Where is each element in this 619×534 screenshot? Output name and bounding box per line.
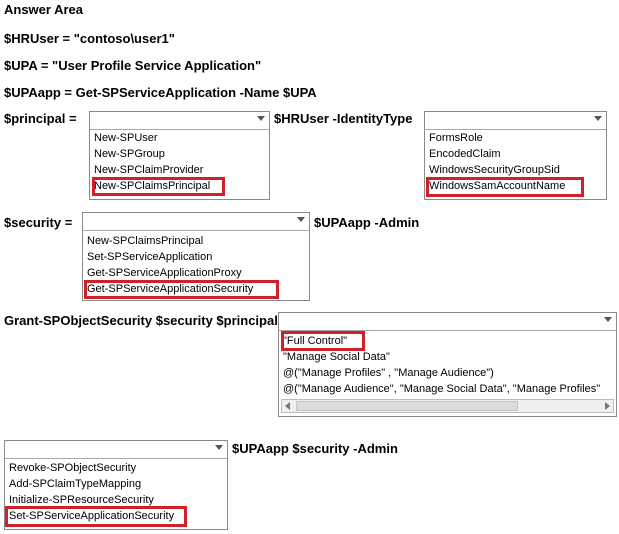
rights-dropdown[interactable]: "Full Control" "Manage Social Data" @("M…	[278, 312, 617, 417]
dropdown-option[interactable]: New-SPGroup	[94, 148, 165, 160]
dropdown-option-selected[interactable]: Get-SPServiceApplicationSecurity	[87, 283, 254, 295]
answer-highlight-box	[5, 506, 187, 527]
dropdown-select-box[interactable]	[425, 112, 606, 130]
dropdown-option[interactable]: Initialize-SPResourceSecurity	[9, 494, 154, 506]
dropdown-option[interactable]: Get-SPServiceApplicationProxy	[87, 267, 242, 279]
upaapp-line: $UPAapp = Get-SPServiceApplication -Name…	[4, 85, 317, 100]
dropdown-option-selected[interactable]: WindowsSamAccountName	[429, 180, 566, 192]
upa-line: $UPA = "User Profile Service Application…	[4, 58, 262, 73]
dropdown-option[interactable]: @("Manage Profiles" , "Manage Audience")	[283, 367, 494, 379]
answer-highlight-box	[92, 177, 225, 196]
chevron-down-icon[interactable]	[604, 317, 612, 322]
dropdown-select-box[interactable]	[90, 112, 269, 130]
hruser-line: $HRUser = "contoso\user1"	[4, 31, 175, 46]
dropdown-option[interactable]: New-SPClaimsPrincipal	[87, 235, 204, 247]
answer-area-heading: Answer Area	[4, 2, 83, 17]
dropdown-option[interactable]: Add-SPClaimTypeMapping	[9, 478, 142, 490]
dropdown-option[interactable]: Set-SPServiceApplication	[87, 251, 213, 263]
scrollbar-thumb[interactable]	[296, 401, 518, 411]
dropdown-option-selected[interactable]: Set-SPServiceApplicationSecurity	[9, 510, 175, 522]
dropdown-select-box[interactable]	[83, 213, 309, 231]
security-prefix: $security =	[4, 215, 73, 230]
chevron-down-icon[interactable]	[215, 445, 223, 450]
dropdown-option-selected[interactable]: New-SPClaimsPrincipal	[94, 180, 211, 192]
answer-highlight-box	[426, 177, 584, 197]
dropdown-option-selected[interactable]: "Full Control"	[283, 335, 348, 347]
identitytype-dropdown[interactable]: FormsRole EncodedClaim WindowsSecurityGr…	[424, 111, 607, 200]
dropdown-option[interactable]: Revoke-SPObjectSecurity	[9, 462, 137, 474]
hruser-identitytype-label: $HRUser -IdentityType	[274, 111, 413, 126]
dropdown-select-box[interactable]	[279, 313, 616, 331]
upaapp-admin-label: $UPAapp -Admin	[314, 215, 420, 230]
answer-highlight-box	[281, 331, 365, 351]
scroll-right-icon[interactable]	[605, 402, 610, 410]
chevron-down-icon[interactable]	[594, 116, 602, 121]
security-cmdlet-dropdown[interactable]: New-SPClaimsPrincipal Set-SPServiceAppli…	[82, 212, 310, 301]
final-cmdlet-dropdown[interactable]: Revoke-SPObjectSecurity Add-SPClaimTypeM…	[4, 440, 228, 530]
chevron-down-icon[interactable]	[297, 217, 305, 222]
dropdown-option[interactable]: EncodedClaim	[429, 148, 501, 160]
principal-cmdlet-dropdown[interactable]: New-SPUser New-SPGroup New-SPClaimProvid…	[89, 111, 270, 200]
scroll-left-icon[interactable]	[285, 402, 290, 410]
horizontal-scrollbar[interactable]	[281, 399, 614, 413]
principal-prefix: $principal =	[4, 111, 77, 126]
dropdown-option[interactable]: New-SPUser	[94, 132, 158, 144]
dropdown-option[interactable]: WindowsSecurityGroupSid	[429, 164, 560, 176]
dropdown-option[interactable]: New-SPClaimProvider	[94, 164, 204, 176]
dropdown-option[interactable]: @("Manage Audience", "Manage Social Data…	[283, 383, 601, 395]
dropdown-option[interactable]: "Manage Social Data"	[283, 351, 390, 363]
grant-command-label: Grant-SPObjectSecurity $security $princi…	[4, 313, 278, 328]
chevron-down-icon[interactable]	[257, 116, 265, 121]
dropdown-option[interactable]: FormsRole	[429, 132, 483, 144]
dropdown-select-box[interactable]	[5, 441, 227, 459]
final-command-suffix: $UPAapp $security -Admin	[232, 441, 398, 456]
answer-highlight-box	[84, 280, 279, 299]
